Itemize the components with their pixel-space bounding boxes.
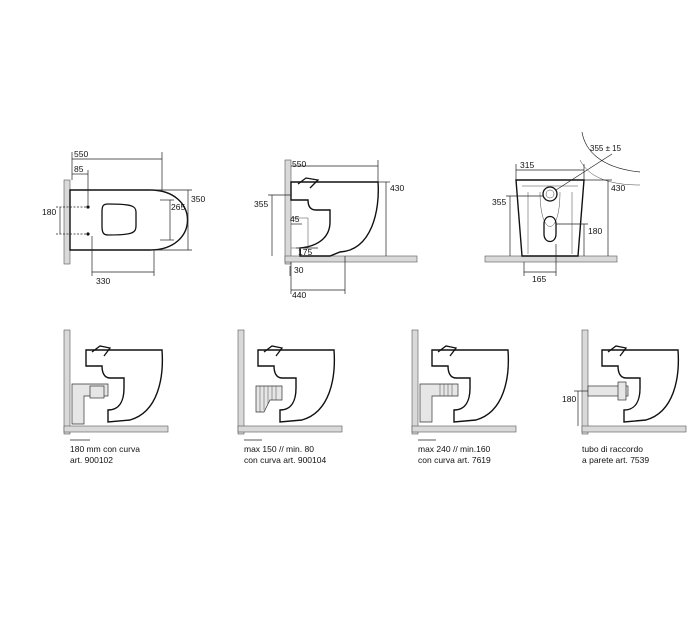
dim-165: 165 xyxy=(532,274,546,284)
bowl-profile xyxy=(290,181,379,257)
connector-ribs xyxy=(259,386,277,412)
dim-85: 85 xyxy=(74,164,84,174)
variant-3-caption-line2: con curva art. 7619 xyxy=(418,455,491,465)
dim-430: 430 xyxy=(390,183,404,193)
variant-4-caption-line1: tubo di raccordo xyxy=(582,444,643,454)
floor-section xyxy=(411,425,517,433)
seat-hinge xyxy=(91,345,112,357)
floor-section xyxy=(237,425,343,433)
detail-circle-arc xyxy=(581,131,641,173)
wall-section xyxy=(237,329,245,435)
dim-180: 180 xyxy=(588,226,602,236)
dim-355: 355 xyxy=(254,199,268,209)
bowl-profile xyxy=(85,349,164,423)
side-view-drawing: 550 430 355 45 175 30 440 xyxy=(254,159,418,300)
drain-bend xyxy=(419,383,459,423)
floor-section xyxy=(63,425,169,433)
bowl-profile xyxy=(601,349,680,423)
dim-350: 350 xyxy=(191,194,205,204)
detail-circle-arc xyxy=(579,159,641,186)
outlet-hole xyxy=(542,186,558,202)
fixing-hole xyxy=(86,205,90,209)
variant-3-drawing: max 240 // min.160 con curva art. 7619 xyxy=(411,329,517,465)
dim-550: 550 xyxy=(292,159,306,169)
dim-45: 45 xyxy=(290,214,300,224)
seat-opening xyxy=(101,203,137,236)
flex-connector xyxy=(255,385,283,413)
fixing-hole xyxy=(86,232,90,236)
dim-330: 330 xyxy=(96,276,110,286)
dim-440: 440 xyxy=(292,290,306,300)
floor-section xyxy=(284,255,418,263)
pipe-collar xyxy=(617,381,627,401)
wall-section xyxy=(63,329,71,435)
variant-1-drawing: 180 mm con curva art. 900102 xyxy=(63,329,169,465)
dim-315: 315 xyxy=(520,160,534,170)
wall-section xyxy=(581,329,589,435)
wall-section xyxy=(63,179,71,265)
drain-opening xyxy=(543,215,557,243)
outlet-hole-inner xyxy=(545,189,555,199)
dim-180: 180 xyxy=(562,394,576,404)
dim-430: 430 xyxy=(611,183,625,193)
floor-section xyxy=(484,255,618,263)
connector-ribs xyxy=(439,384,453,396)
seat-hinge xyxy=(263,345,284,357)
pipe-collar xyxy=(89,385,105,399)
variant-2-drawing: max 150 // min. 80 con curva art. 900104 xyxy=(237,329,343,465)
dim-550: 550 xyxy=(74,149,88,159)
seat-hinge xyxy=(437,345,458,357)
bowl-profile xyxy=(257,349,336,423)
bowl-profile xyxy=(431,349,510,423)
dim-30: 30 xyxy=(294,265,304,275)
variant-4-caption-line2: a parete art. 7539 xyxy=(582,455,649,465)
dim-355: 355 xyxy=(492,197,506,207)
seat-hinge xyxy=(297,177,320,189)
dim-265: 265 xyxy=(171,202,185,212)
dim-180: 180 xyxy=(42,207,56,217)
variant-4-drawing: 180 tubo di raccordo a parete art. 7539 xyxy=(562,329,687,465)
top-view-drawing: 550 85 180 265 350 330 xyxy=(42,149,205,286)
seat-hinge xyxy=(607,345,628,357)
variant-3-caption-line1: max 240 // min.160 xyxy=(418,444,491,454)
variant-1-caption-line2: art. 900102 xyxy=(70,455,113,465)
floor-section xyxy=(581,425,687,433)
bowl-inner-lines xyxy=(522,185,578,254)
wall-section xyxy=(411,329,419,435)
variant-2-caption-line1: max 150 // min. 80 xyxy=(244,444,314,454)
wall-section xyxy=(284,159,292,265)
dim-175: 175 xyxy=(298,247,312,257)
dim-355-15: 355 ± 15 xyxy=(590,144,622,153)
bowl-front-outline xyxy=(515,179,585,257)
variant-2-caption-line2: con curva art. 900104 xyxy=(244,455,326,465)
front-view-drawing: 355 ± 15 315 430 355 180 165 xyxy=(484,131,641,284)
variant-1-caption-line1: 180 mm con curva xyxy=(70,444,140,454)
